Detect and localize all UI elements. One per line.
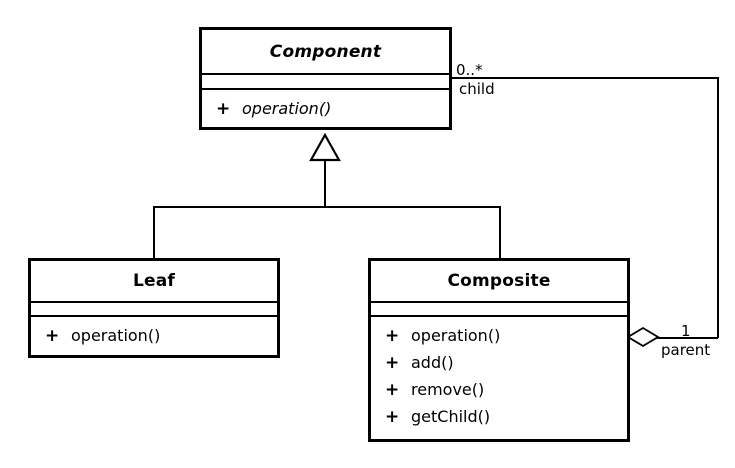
aggregation-segment-top [452, 77, 719, 79]
class-box-composite[interactable]: Composite + operation() + add() + remove… [368, 258, 630, 442]
generalization-branch-leaf [153, 206, 155, 260]
association-parent-role: parent [661, 341, 711, 359]
component-operation-row: + operation() [202, 95, 449, 122]
component-attributes-compartment [202, 75, 449, 90]
composite-attributes-compartment [371, 303, 627, 317]
association-parent-multiplicity: 1 [681, 322, 691, 340]
composite-class-name: Composite [447, 271, 551, 291]
composite-name-compartment: Composite [371, 261, 627, 303]
composite-remove-label: remove() [411, 380, 485, 399]
component-operations-compartment: + operation() [202, 90, 449, 127]
component-class-name: Component [269, 41, 382, 62]
aggregation-segment-bottom [656, 337, 718, 339]
class-box-component[interactable]: Component + operation() [199, 27, 452, 130]
generalization-split-bar [153, 206, 501, 208]
composite-getchild-row: + getChild() [371, 403, 627, 430]
composite-remove-row: + remove() [371, 376, 627, 403]
composite-operations-compartment: + operation() + add() + remove() + getCh… [371, 317, 627, 439]
leaf-attributes-compartment [31, 303, 277, 317]
generalization-branch-composite [499, 206, 501, 260]
association-child-role: child [459, 80, 495, 98]
leaf-operations-compartment: + operation() [31, 317, 277, 355]
component-name-compartment: Component [202, 30, 449, 75]
generalization-hollow-triangle-icon [309, 132, 341, 162]
composite-operation-label: operation() [411, 326, 501, 345]
composite-add-row: + add() [371, 349, 627, 376]
generalization-stem-vertical [324, 159, 326, 207]
class-box-leaf[interactable]: Leaf + operation() [28, 258, 280, 358]
composite-add-label: add() [411, 353, 454, 372]
leaf-operation-row: + operation() [31, 322, 277, 349]
association-child-multiplicity: 0..* [456, 61, 483, 79]
leaf-operation-label: operation() [71, 326, 161, 345]
component-operation-visibility: + [216, 99, 231, 119]
composite-remove-visibility: + [385, 380, 400, 400]
aggregation-segment-right [717, 77, 719, 338]
composite-getchild-label: getChild() [411, 407, 491, 426]
composite-getchild-visibility: + [385, 407, 400, 427]
component-operation-label: operation() [242, 99, 332, 118]
leaf-class-name: Leaf [132, 271, 176, 291]
leaf-operation-visibility: + [45, 326, 60, 346]
composite-operation-row: + operation() [371, 322, 627, 349]
composite-add-visibility: + [385, 353, 400, 373]
composite-operation-visibility: + [385, 326, 400, 346]
aggregation-hollow-diamond-icon [626, 326, 660, 348]
leaf-name-compartment: Leaf [31, 261, 277, 303]
